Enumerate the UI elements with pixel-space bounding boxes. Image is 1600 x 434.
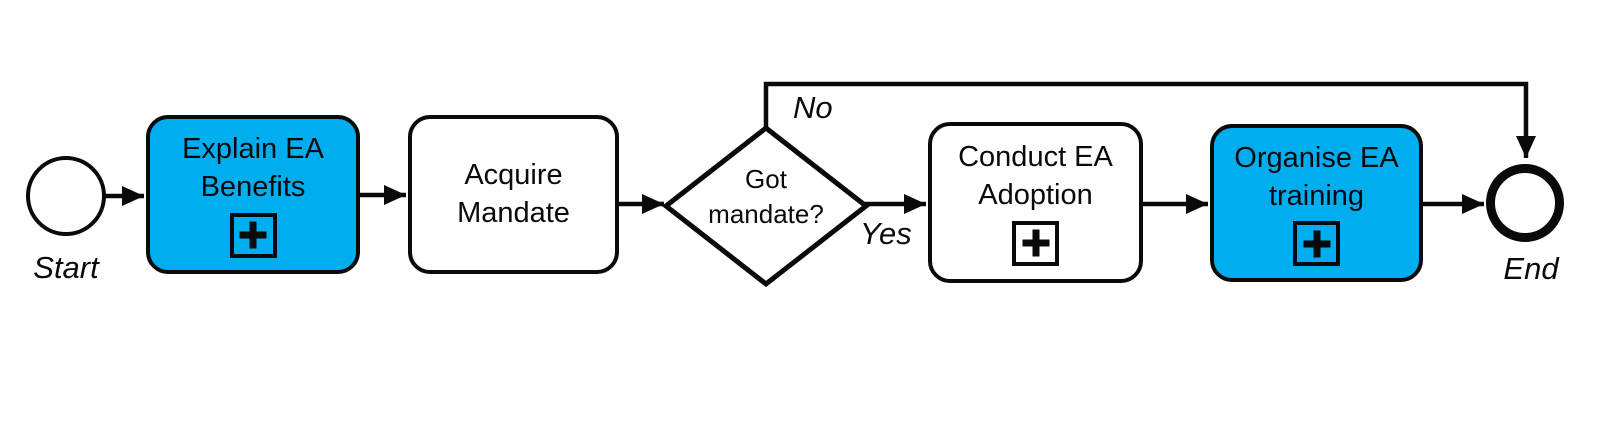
plus-vertical-bar xyxy=(249,221,257,249)
end-event-label: End xyxy=(1503,251,1559,286)
task-conduct-ea-adoption: Conduct EA Adoption xyxy=(928,122,1143,283)
gateway-question-label: Got mandate? xyxy=(708,164,824,230)
task-explain-ea-benefits: Explain EA Benefits xyxy=(146,115,360,274)
task-organise-ea-training: Organise EA training xyxy=(1210,124,1423,282)
subprocess-plus-icon xyxy=(229,212,277,258)
gateway-diamond xyxy=(661,124,871,288)
branch-yes-label: Yes xyxy=(860,216,912,251)
task-acquire-mandate: Acquire Mandate xyxy=(408,115,619,274)
task-label: Acquire Mandate xyxy=(457,158,570,229)
start-event-label: Start xyxy=(33,250,99,285)
subprocess-plus-icon xyxy=(1012,220,1059,266)
subprocess-plus-icon xyxy=(1293,221,1340,267)
start-event-circle xyxy=(26,156,106,236)
plus-vertical-bar xyxy=(1032,229,1039,257)
task-label: Organise EA training xyxy=(1234,141,1399,212)
task-label: Conduct EA Adoption xyxy=(958,141,1113,211)
plus-vertical-bar xyxy=(1313,230,1320,258)
flow-gateway-no-to-end xyxy=(763,81,1536,158)
end-event-circle xyxy=(1486,164,1564,242)
branch-no-label: No xyxy=(793,90,833,125)
task-label: Explain EA Benefits xyxy=(182,133,324,203)
